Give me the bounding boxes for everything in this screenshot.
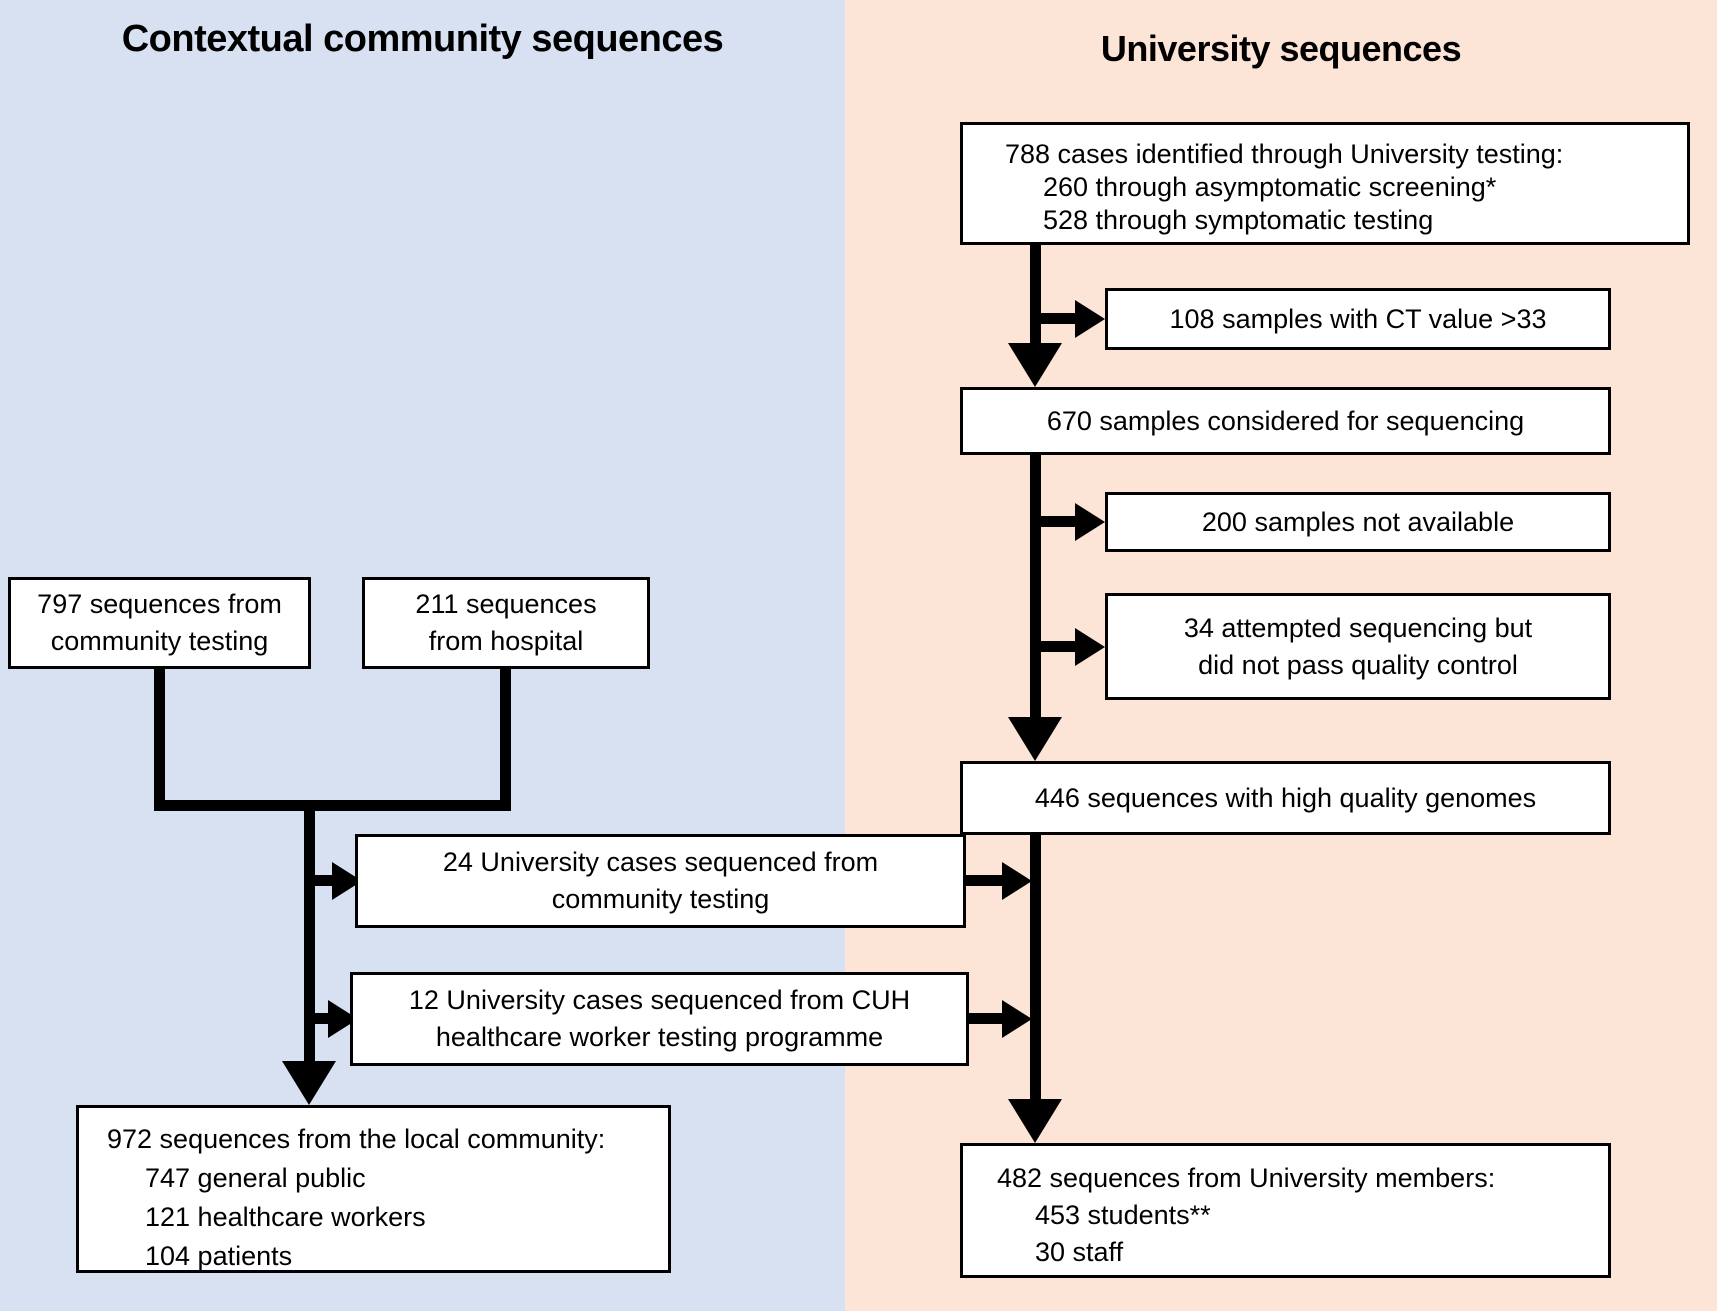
box-line: 670 samples considered for sequencing xyxy=(1046,405,1525,436)
connector-branch-108 xyxy=(1041,313,1075,324)
box-item: 453 students** xyxy=(1035,1200,1211,1230)
box-heading: 972 sequences from the local community: xyxy=(107,1124,606,1154)
box-line: 446 sequences with high quality genomes xyxy=(1034,782,1537,813)
box-670-considered-for-sequencing: 670 samples considered for sequencing xyxy=(960,387,1611,455)
left-panel-title: Contextual community sequences xyxy=(121,18,724,60)
box-972-local-community: 972 sequences from the local community: … xyxy=(76,1105,671,1273)
box-788-cases-identified: 788 cases identified through University … xyxy=(960,122,1690,245)
connector-797-drop xyxy=(154,669,165,800)
connector-446-to-482 xyxy=(1030,835,1041,1099)
connector-branch-200 xyxy=(1041,516,1075,527)
box-line: 108 samples with CT value >33 xyxy=(1169,303,1547,334)
box-line: 211 sequences xyxy=(415,589,597,619)
connector-24-to-university-line xyxy=(966,875,1008,886)
connector-670-to-446 xyxy=(1030,455,1041,717)
box-108-high-ct: 108 samples with CT value >33 xyxy=(1105,288,1611,350)
arrowhead-into-446 xyxy=(1008,717,1062,761)
box-211-hospital: 211 sequences from hospital xyxy=(362,577,650,669)
arrowhead-12-into-line xyxy=(1002,1000,1032,1038)
box-item: 121 healthcare workers xyxy=(145,1202,426,1232)
box-34-failed-quality-control: 34 attempted sequencing but did not pass… xyxy=(1105,593,1611,700)
connector-branch-34 xyxy=(1041,641,1075,652)
box-item: 528 through symptomatic testing xyxy=(1043,205,1434,235)
connector-211-drop xyxy=(500,669,511,800)
box-heading: 788 cases identified through University … xyxy=(1005,139,1564,169)
connector-branch-12 xyxy=(315,1013,333,1024)
arrowhead-into-482 xyxy=(1008,1099,1062,1143)
connector-788-to-670 xyxy=(1030,245,1041,343)
connector-merge-bar xyxy=(154,800,511,811)
connector-branch-24 xyxy=(315,875,333,886)
box-line: community testing xyxy=(551,884,770,914)
box-12-university-cuh-programme: 12 University cases sequenced from CUH h… xyxy=(350,972,969,1066)
box-item: 747 general public xyxy=(145,1163,366,1193)
arrowhead-into-34 xyxy=(1075,628,1105,666)
box-line: from hospital xyxy=(428,626,584,656)
arrowhead-into-108 xyxy=(1075,300,1105,338)
box-200-not-available: 200 samples not available xyxy=(1105,492,1611,552)
box-line: community testing xyxy=(50,626,269,656)
box-heading: 482 sequences from University members: xyxy=(997,1163,1496,1193)
box-item: 30 staff xyxy=(1035,1237,1124,1267)
arrowhead-24-into-line xyxy=(1002,862,1032,900)
box-line: 797 sequences from xyxy=(37,589,282,619)
connector-12-to-university-line xyxy=(969,1013,1008,1024)
right-panel-title: University sequences xyxy=(1100,28,1462,69)
box-446-high-quality-genomes: 446 sequences with high quality genomes xyxy=(960,761,1611,835)
box-482-university-members: 482 sequences from University members: 4… xyxy=(960,1143,1611,1278)
arrowhead-into-972 xyxy=(282,1061,336,1105)
box-line: 12 University cases sequenced from CUH xyxy=(408,985,911,1015)
arrowhead-into-670 xyxy=(1008,343,1062,387)
box-24-university-community-testing: 24 University cases sequenced from commu… xyxy=(355,834,966,928)
box-item: 260 through asymptomatic screening* xyxy=(1043,172,1497,202)
box-line: 24 University cases sequenced from xyxy=(442,847,879,877)
box-item: 104 patients xyxy=(145,1241,293,1271)
box-line: 34 attempted sequencing but xyxy=(1183,612,1533,643)
box-797-community-testing: 797 sequences from community testing xyxy=(8,577,311,669)
box-line: did not pass quality control xyxy=(1198,649,1518,680)
arrowhead-into-200 xyxy=(1075,503,1105,541)
connector-merge-to-972 xyxy=(304,800,315,1061)
box-line: healthcare worker testing programme xyxy=(435,1022,884,1052)
box-line: 200 samples not available xyxy=(1201,506,1515,537)
